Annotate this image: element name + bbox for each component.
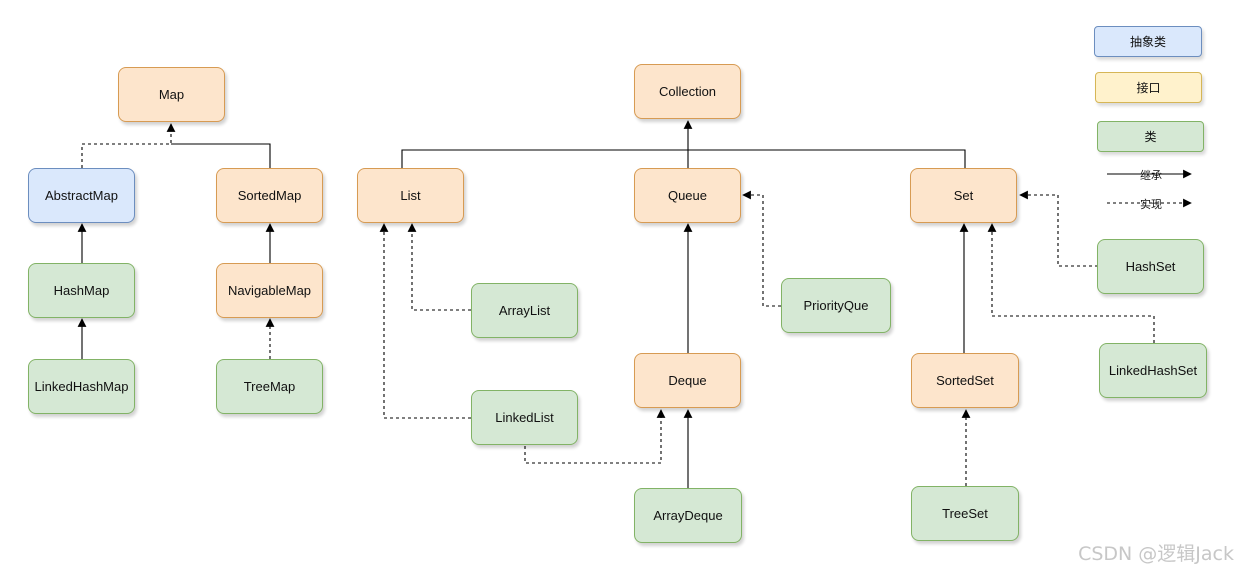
node-queue[interactable]: Queue [634,168,741,223]
node-arraydeque[interactable]: ArrayDeque [634,488,742,543]
edge-hashset-set [1019,190,1098,267]
node-treemap[interactable]: TreeMap [216,359,323,414]
node-hashmap[interactable]: HashMap [28,263,135,318]
node-sortedmap[interactable]: SortedMap [216,168,323,223]
edge-linkedlist-deque [524,409,666,464]
edge-linkedhashset-set [987,223,1155,343]
edge-list-set-bar [401,149,966,168]
node-deque[interactable]: Deque [634,353,741,408]
node-hashset[interactable]: HashSet [1097,239,1204,294]
node-treeset[interactable]: TreeSet [911,486,1019,541]
node-arraylist[interactable]: ArrayList [471,283,578,338]
edge-abstractmap-map [81,123,176,168]
node-linkedhashmap[interactable]: LinkedHashMap [28,359,135,414]
node-map[interactable]: Map [118,67,225,122]
node-list[interactable]: List [357,168,464,223]
edge-priorityqueue-queue [742,190,781,307]
legend-abstract-class: 抽象类 [1094,26,1202,57]
node-navigablemap[interactable]: NavigableMap [216,263,323,318]
legend-class: 类 [1097,121,1204,152]
node-set[interactable]: Set [910,168,1017,223]
edge-sortedmap-map [171,143,271,168]
edge-linkedlist-list [379,223,471,419]
node-abstractmap[interactable]: AbstractMap [28,168,135,223]
node-linkedhashset[interactable]: LinkedHashSet [1099,343,1207,398]
legend-implement-label: 实现 [1140,199,1162,211]
legend-interface: 接口 [1095,72,1202,103]
watermark: CSDN @逻辑Jack [1078,543,1234,565]
node-linkedlist[interactable]: LinkedList [471,390,578,445]
legend-inherit-label: 继承 [1140,170,1162,182]
node-collection[interactable]: Collection [634,64,741,119]
node-priorityqueue[interactable]: PriorityQue [781,278,891,333]
edge-arraylist-list [407,223,471,311]
node-sortedset[interactable]: SortedSet [911,353,1019,408]
